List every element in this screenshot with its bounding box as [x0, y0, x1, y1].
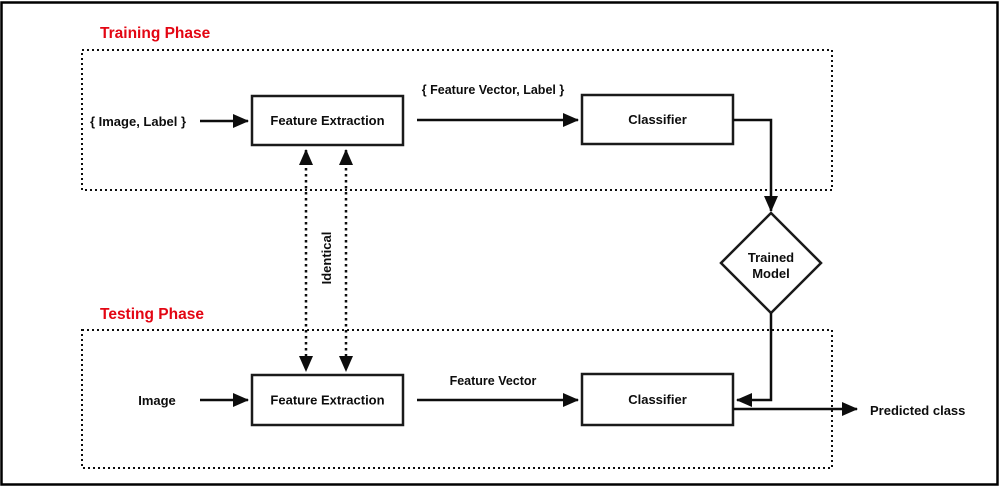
testing-phase-title: Testing Phase: [100, 306, 204, 323]
testing-phase-box: [81, 329, 833, 469]
trained-model-label-line1: Trained: [748, 250, 794, 265]
training-classifier-box: [580, 93, 735, 146]
training-phase-box: [81, 49, 833, 191]
training-phase-title: Training Phase: [100, 25, 211, 42]
arrow-trained-model-to-testing-classifier: [736, 313, 773, 407]
training-classifier-label: Classifier: [628, 112, 687, 127]
training-feature-extraction-box: [250, 94, 405, 147]
testing-edge-label: Feature Vector: [450, 374, 537, 388]
predicted-class-label: Predicted class: [870, 403, 965, 418]
trained-model-label-line2: Model: [752, 266, 790, 281]
training-feature-extraction-label: Feature Extraction: [270, 113, 384, 128]
identical-label: Identical: [319, 232, 334, 285]
training-input-label: { Image, Label }: [90, 114, 186, 129]
training-edge-label: { Feature Vector, Label }: [422, 83, 565, 97]
testing-classifier-label: Classifier: [628, 392, 687, 407]
testing-feature-extraction-box: [250, 373, 405, 427]
testing-feature-extraction-label: Feature Extraction: [270, 393, 384, 408]
testing-classifier-box: [580, 372, 735, 427]
arrow-training-classifier-to-trained-model: [733, 118, 778, 212]
testing-input-label: Image: [138, 393, 176, 408]
